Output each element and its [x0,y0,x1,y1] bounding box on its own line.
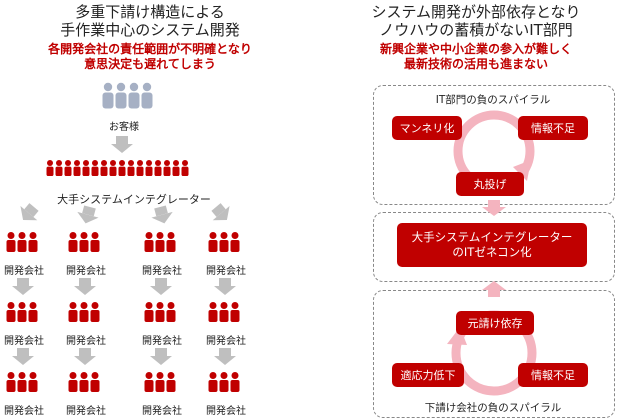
dev-company-people-icon [209,372,240,392]
dev-company-people-icon [209,302,240,322]
dev-company-label: 開発会社 [206,336,246,347]
box-adaptability-decline: 適応力低下 [392,363,464,387]
arrow-down-icon [150,278,172,295]
arrow-down-icon [214,278,236,295]
dev-company-label: 開発会社 [4,336,44,347]
box-info-shortage-bottom: 情報不足 [518,363,588,387]
left-title: 多重下請け構造による 手作業中心のシステム開発 [0,3,300,39]
arrow-down-icon [12,348,34,365]
dev-company-people-icon [7,302,38,322]
box-info-shortage-top: 情報不足 [518,116,588,140]
dev-company-label: 開発会社 [66,406,106,417]
left-hierarchy-diagram [0,82,310,420]
itgenecon-line2: のITゼネコン化 [452,245,532,259]
si-label: 大手システムインテグレーター [57,193,211,206]
left-subtitle: 各開発会社の責任範囲が不明確となり 意思決定も遅れてしまう [0,42,300,72]
dev-company-people-icon [209,232,240,252]
right-title-line2: ノウハウの蓄積がないIT部門 [379,21,573,39]
dev-company-label: 開発会社 [142,406,182,417]
right-subtitle-line2: 最新技術の活用も進まない [403,57,548,71]
right-title-line1: システム開発が外部依存となり [371,3,581,21]
arrow-down-icon [74,278,96,295]
arrow-down-icon [74,348,96,365]
left-subtitle-line2: 意思決定も遅れてしまう [84,57,216,71]
right-spiral-arrows [447,110,537,396]
box-prime-dependence: 元請け依存 [456,311,534,335]
dev-company-label: 開発会社 [142,336,182,347]
dev-company-label: 開発会社 [206,406,246,417]
right-subtitle-line1: 新興企業や中小企業の参入が難しく [379,42,572,56]
arrow-down-icon [214,348,236,365]
arrow-down-icon [12,278,34,295]
dev-company-people-icon [7,232,38,252]
box-mannerism: マンネリ化 [392,116,462,140]
arrow-si-to-dev3 [149,204,176,227]
arrow-customer-to-si [111,136,133,153]
dev-company-people-icon [69,232,100,252]
arrow-down-pink-icon [482,200,506,216]
right-subtitle: 新興企業や中小企業の参入が難しく 最新技術の活用も進まない [332,42,620,72]
dev-company-people-icon [145,302,176,322]
box-itgenecon: 大手システムインテグレーター のITゼネコン化 [397,223,587,267]
dev-company-label: 開発会社 [4,406,44,417]
cycle-arrowhead-top [513,160,531,181]
dev-company-label: 開発会社 [142,266,182,277]
si-people-icon [46,160,189,176]
dev-company-people-icon [145,372,176,392]
right-title: システム開発が外部依存となり ノウハウの蓄積がないIT部門 [332,3,620,39]
customer-people-icon [102,82,153,109]
it-dept-spiral-title: IT部門の負のスパイラル [435,94,551,106]
left-title-line2: 手作業中心のシステム開発 [60,21,240,39]
arrow-down-icon [150,348,172,365]
dev-company-label: 開発会社 [66,336,106,347]
left-subtitle-line1: 各開発会社の責任範囲が不明確となり [48,42,252,56]
dev-company-people-icon [69,372,100,392]
dev-company-people-icon [69,302,100,322]
left-title-line1: 多重下請け構造による [75,3,225,21]
arrow-up-pink-icon [482,281,506,297]
arrow-si-to-dev2 [74,204,101,227]
customer-label: お客様 [109,122,139,133]
dev-company-label: 開発会社 [206,266,246,277]
dev-company-label: 開発会社 [4,266,44,277]
subcontractor-spiral-title: 下請け会社の負のスパイラル [424,402,562,414]
itgenecon-line1: 大手システムインテグレーター [411,230,573,244]
dev-company-people-icon [145,232,176,252]
cycle-arrowhead-bottom [447,327,467,345]
box-marunage: 丸投げ [456,172,524,196]
dev-company-label: 開発会社 [66,266,106,277]
dev-company-people-icon [7,372,38,392]
